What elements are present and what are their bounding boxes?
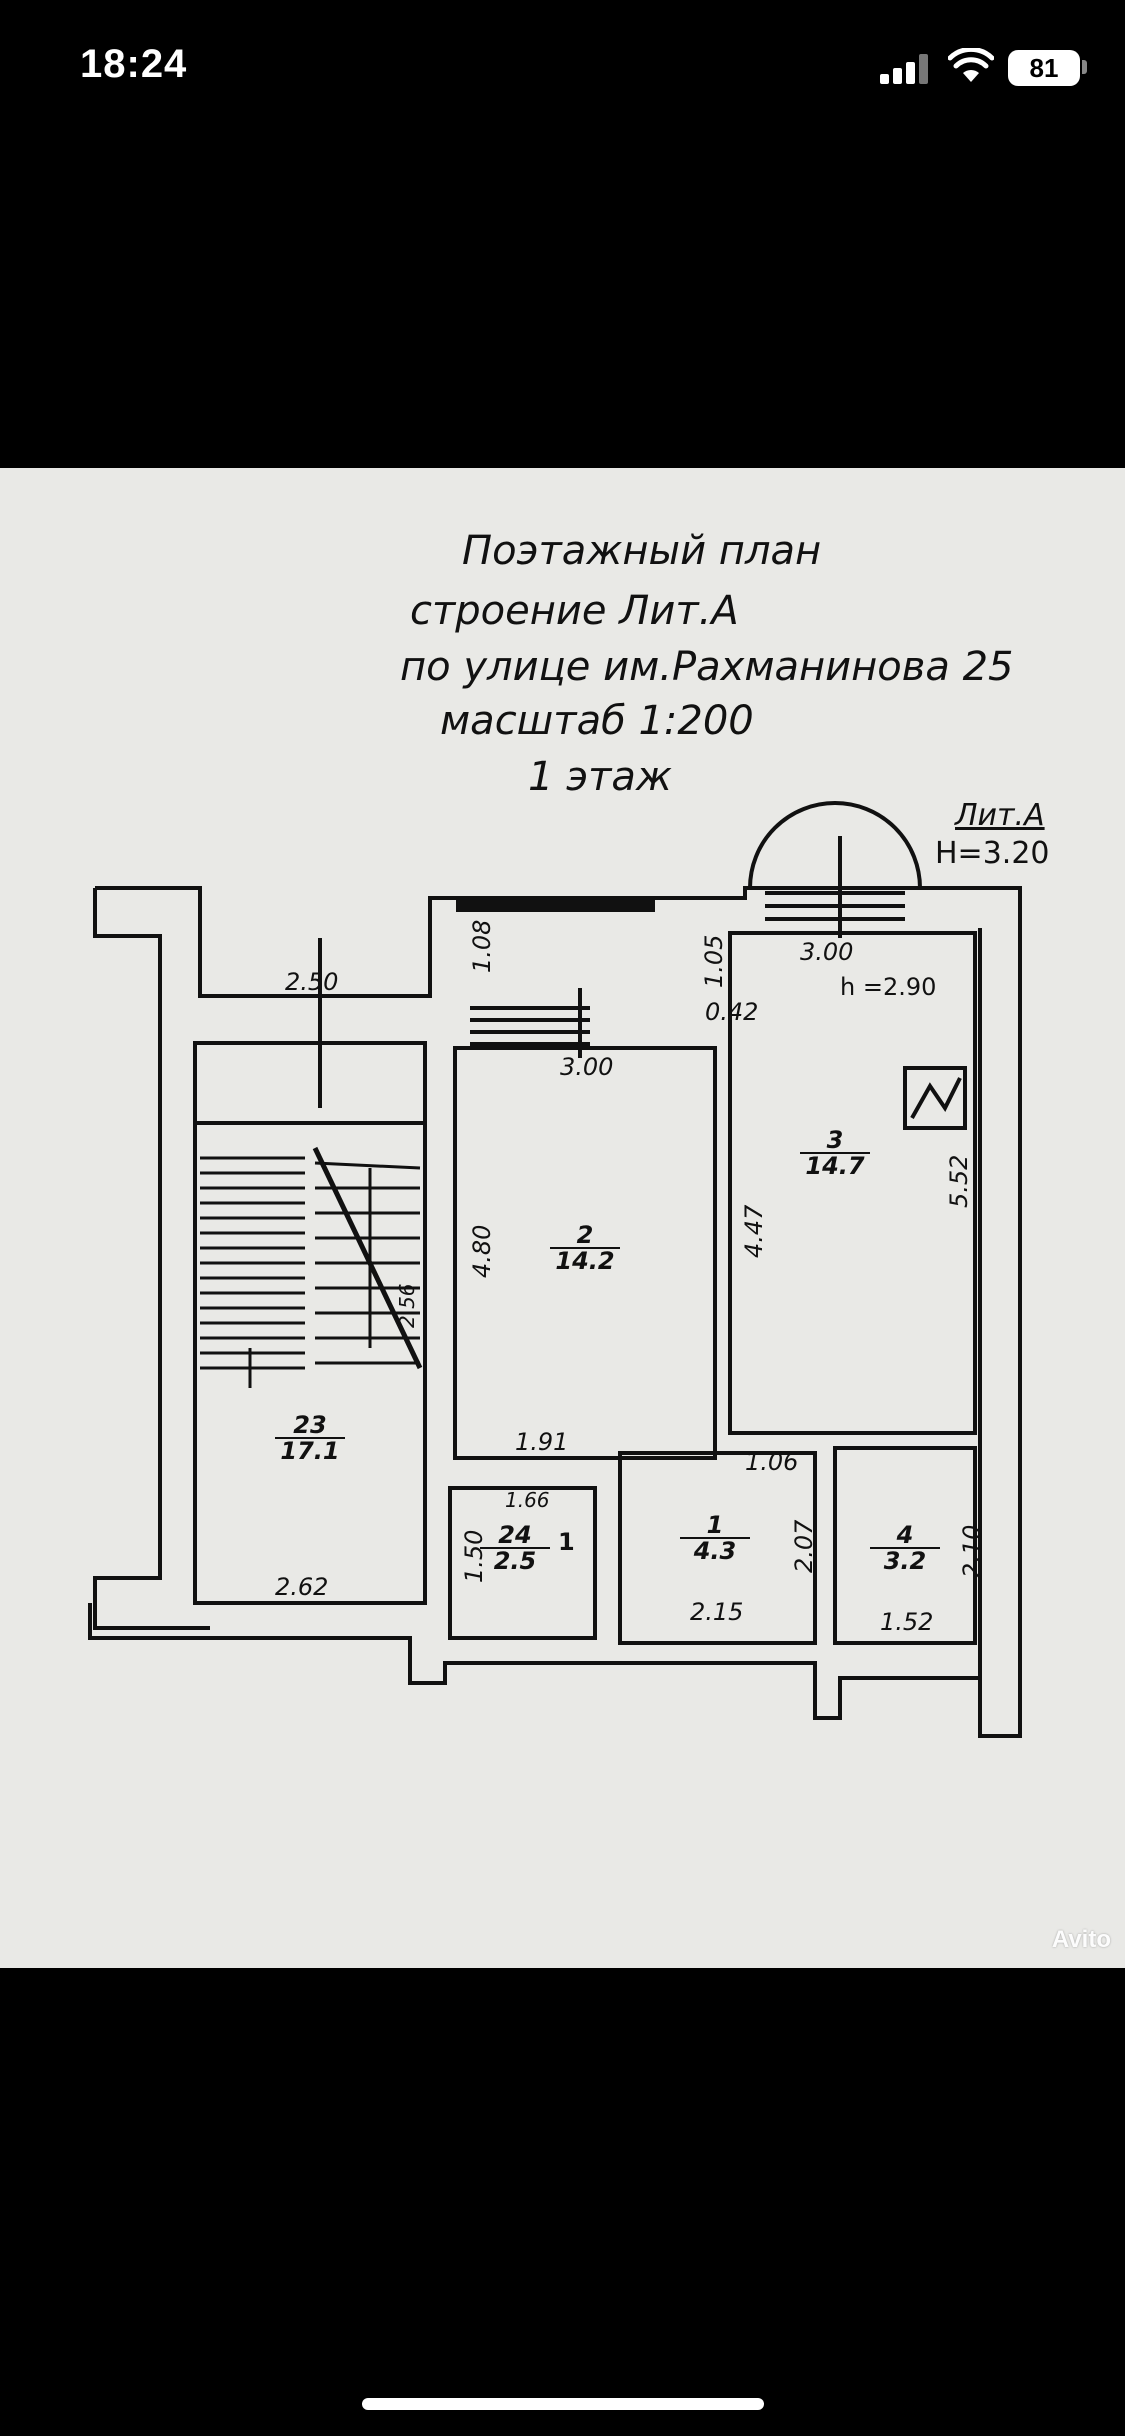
dim-label: 3.00 — [560, 1053, 614, 1081]
battery-icon: 81 — [1008, 50, 1080, 86]
plan-title-4: масштаб 1:200 — [440, 698, 754, 744]
dim-label: 3.00 — [800, 938, 854, 966]
battery-cap — [1082, 60, 1087, 74]
dim-label: 1.08 — [468, 919, 496, 973]
plan-title-2: строение Лит.А — [410, 588, 739, 634]
plan-title-5: 1 этаж — [528, 754, 672, 800]
dim-label: 2.56 — [395, 1283, 419, 1328]
dim-label: 2.62 — [275, 1573, 329, 1601]
wifi-icon — [948, 48, 994, 82]
dim-label: 4.80 — [468, 1224, 496, 1278]
dim-label: 1.06 — [745, 1448, 799, 1476]
dim-label: 1.66 — [505, 1488, 550, 1512]
plan-title-3: по улице им.Рахманинова 25 — [400, 644, 1014, 690]
floor-plan-drawing — [88, 801, 1022, 1738]
status-bar: 18:24 81 — [0, 0, 1125, 140]
door-marker: 1 — [558, 1528, 575, 1556]
room3-height-label: h =2.90 — [840, 973, 937, 1001]
dim-label: 2.15 — [690, 1598, 744, 1626]
lit-label: Лит.А — [955, 798, 1045, 833]
dim-label: 2.07 — [790, 1519, 818, 1573]
home-indicator[interactable] — [362, 2398, 764, 2410]
dim-label: 1.05 — [700, 934, 728, 988]
dim-label: 1.52 — [880, 1608, 934, 1636]
plan-title-1: Поэтажный план — [462, 528, 822, 574]
dim-label: 5.52 — [945, 1154, 973, 1208]
dim-label: 1.91 — [515, 1428, 569, 1456]
dim-label: 1.50 — [460, 1529, 488, 1583]
floor-plan-photo[interactable]: Поэтажный план строение Лит.А по улице и… — [0, 468, 1125, 1968]
dim-label: 2.10 — [958, 1524, 986, 1578]
dim-label: 2.50 — [285, 968, 339, 996]
height-label: H=3.20 — [935, 836, 1050, 871]
dim-label: 4.47 — [740, 1204, 768, 1258]
dim-label: 0.42 — [705, 998, 759, 1026]
avito-watermark: Avito — [1051, 1926, 1111, 1953]
status-time: 18:24 — [80, 42, 188, 86]
cellular-signal-icon — [880, 54, 932, 84]
